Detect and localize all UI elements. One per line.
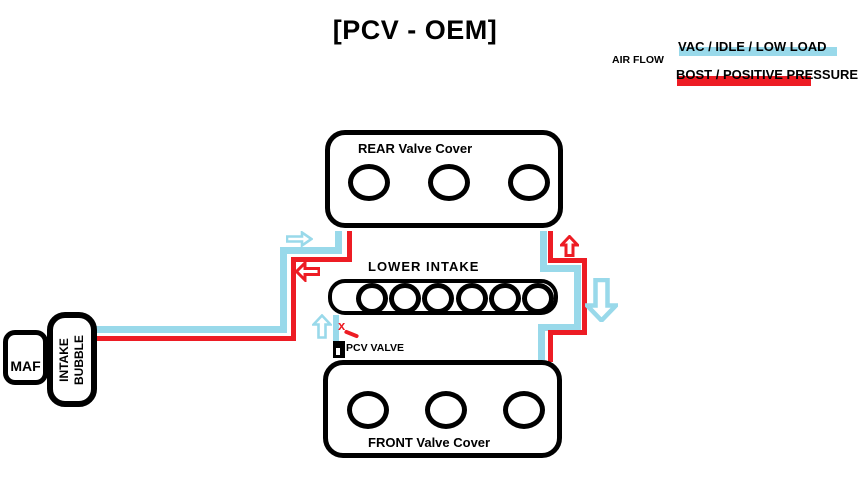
boost-hose-segment	[548, 258, 587, 263]
vacuum-flow-down-arrow-icon	[585, 278, 618, 322]
legend-boost-color-band	[677, 76, 811, 86]
vacuum-hose-segment	[538, 324, 545, 362]
maf-label: MAF	[10, 358, 41, 374]
vacuum-hose-segment	[280, 247, 342, 254]
port-circle	[389, 283, 422, 314]
port-circle	[422, 283, 455, 314]
vacuum-hose-segment	[540, 265, 581, 272]
pcv-blocked-x-marker: x	[338, 318, 346, 333]
lower-intake	[328, 279, 558, 315]
front-valve-cover: FRONT Valve Cover	[323, 360, 562, 458]
lower-intake-label: LOWER INTAKE	[368, 259, 480, 274]
legend-vacuum-color-band	[679, 47, 837, 56]
diagram-title: [PCV - OEM]	[332, 15, 498, 45]
boost-hose-segment	[548, 231, 553, 263]
legend-air-flow-label: AIR FLOW	[612, 54, 664, 66]
rear-valve-cover-label: REAR Valve Cover	[358, 141, 473, 156]
port-circle	[356, 283, 388, 314]
legend-vacuum-label: VAC / IDLE / LOW LOAD	[678, 39, 827, 54]
vacuum-hose-segment	[574, 265, 581, 331]
boost-flow-up-arrow-icon	[560, 235, 579, 257]
pcv-blocked-dash-marker	[343, 329, 360, 339]
port-circle	[521, 283, 554, 314]
port-circle	[455, 283, 488, 314]
vacuum-flow-up-arrow-icon	[312, 314, 332, 339]
rear-valve-cover: REAR Valve Cover	[325, 130, 563, 228]
pcv-valve-notch	[336, 348, 340, 355]
boost-hose-segment	[347, 231, 352, 262]
rear-valve-cover-ports	[348, 164, 550, 201]
boost-hose-segment	[291, 257, 296, 341]
maf-sensor: MAF	[3, 330, 48, 385]
port-circle	[508, 164, 550, 201]
boost-hose-segment	[95, 336, 296, 341]
lower-intake-ports	[356, 283, 554, 314]
front-valve-cover-label: FRONT Valve Cover	[368, 435, 491, 450]
legend-boost-label: BOST / POSITIVE PRESSURE	[676, 67, 859, 82]
front-valve-cover-ports	[347, 391, 545, 429]
vacuum-hose-segment	[538, 324, 581, 331]
vacuum-hose-segment	[280, 247, 287, 333]
port-circle	[503, 391, 545, 429]
vacuum-hose-segment	[540, 231, 547, 272]
boost-hose-segment	[291, 257, 352, 262]
port-circle	[347, 391, 389, 429]
vacuum-hose-segment	[93, 326, 287, 333]
port-circle	[425, 391, 467, 429]
port-circle	[428, 164, 470, 201]
intake-bubble-line2: BUBBLE	[72, 334, 86, 385]
vacuum-flow-right-arrow-icon	[286, 231, 313, 247]
vacuum-hose-segment	[335, 231, 342, 254]
boost-hose-segment	[548, 330, 587, 335]
vacuum-hose-segment-pcv	[333, 315, 339, 342]
boost-hose-segment	[548, 330, 553, 362]
boost-flow-left-arrow-icon	[295, 261, 320, 282]
intake-bubble-line1: INTAKE	[57, 337, 71, 382]
port-circle	[348, 164, 390, 201]
port-circle	[488, 283, 521, 314]
boost-hose-segment	[582, 258, 587, 335]
pcv-valve-label: PCV VALVE	[346, 342, 404, 354]
